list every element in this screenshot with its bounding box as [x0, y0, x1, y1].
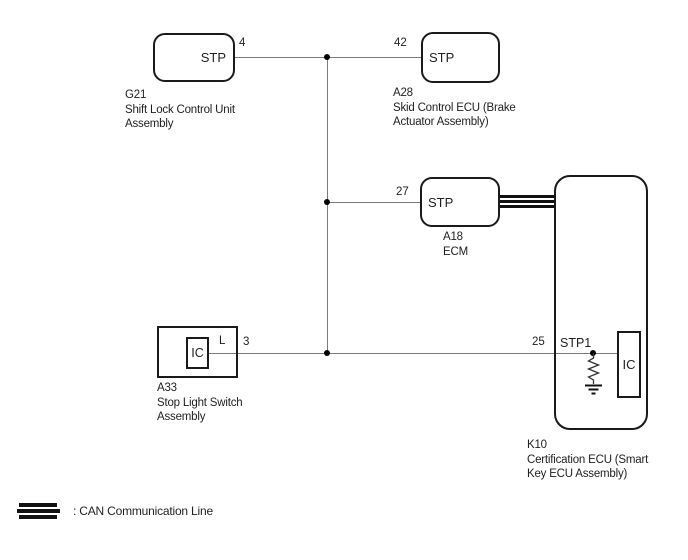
k10-ic-label: IC: [622, 357, 636, 372]
k10-code: K10: [527, 439, 547, 451]
a33-ic-box: IC: [186, 337, 209, 369]
resistor-ground-icon: [585, 353, 602, 395]
k10-name-line2: Key ECU Assembly): [527, 468, 628, 480]
a33-code: A33: [157, 382, 177, 394]
a33-component-box: [157, 326, 238, 378]
can-bus-bar: [500, 195, 554, 198]
wire-a33-to-k10: [209, 353, 617, 354]
g21-code: G21: [125, 89, 147, 101]
g21-pin-number: 4: [239, 37, 246, 49]
a18-label: A18 ECM: [443, 230, 468, 259]
k10-label: K10 Certification ECU (Smart Key ECU Ass…: [527, 438, 648, 482]
g21-port-label: STP: [200, 50, 226, 65]
a33-terminal-letter: L: [219, 335, 226, 347]
a33-pin-number: 3: [243, 336, 250, 348]
k10-pin-number: 25: [532, 336, 545, 348]
k10-component-box: [554, 175, 648, 430]
a18-pin-number: 27: [396, 186, 409, 198]
k10-port-label: STP1: [560, 336, 592, 350]
g21-label: G21 Shift Lock Control Unit Assembly: [125, 88, 235, 132]
a18-name-line1: ECM: [443, 245, 468, 258]
g21-name-line2: Assembly: [125, 118, 174, 130]
k10-ic-box: IC: [617, 331, 641, 398]
a28-connector-box: STP: [421, 32, 500, 83]
g21-name-line1: Shift Lock Control Unit: [125, 103, 235, 116]
a18-code: A18: [443, 231, 463, 243]
a18-connector-box: STP: [420, 177, 500, 227]
a28-code: A28: [393, 87, 413, 99]
legend-can-symbol: [17, 503, 61, 521]
a18-port-label: STP: [428, 194, 454, 210]
can-bus-bar: [500, 200, 554, 203]
a28-port-label: STP: [429, 50, 455, 65]
a33-name-line2: Assembly: [157, 411, 206, 423]
k10-name-line1: Certification ECU (Smart: [527, 453, 649, 466]
a33-label: A33 Stop Light Switch Assembly: [157, 381, 243, 425]
can-bus-line: [500, 195, 554, 210]
legend-label: : CAN Communication Line: [73, 504, 213, 518]
wire-junction-to-a18: [327, 202, 420, 203]
a28-name-line1: Skid Control ECU (Brake: [393, 101, 516, 114]
wire-vertical-bus: [327, 57, 328, 353]
a28-pin-number: 42: [394, 37, 407, 49]
a33-name-line1: Stop Light Switch: [157, 396, 243, 409]
legend-can-bar: [17, 509, 60, 513]
can-bus-bar: [500, 205, 554, 208]
junction-dot: [324, 199, 330, 205]
legend-can-bar: [19, 515, 57, 519]
legend-can-bar: [19, 503, 57, 507]
a33-ic-label: IC: [191, 346, 204, 360]
junction-dot: [324, 350, 330, 356]
junction-dot: [324, 54, 330, 60]
a28-label: A28 Skid Control ECU (Brake Actuator Ass…: [393, 86, 516, 130]
a28-name-line2: Actuator Assembly): [393, 116, 489, 128]
g21-connector-box: STP: [153, 33, 235, 82]
